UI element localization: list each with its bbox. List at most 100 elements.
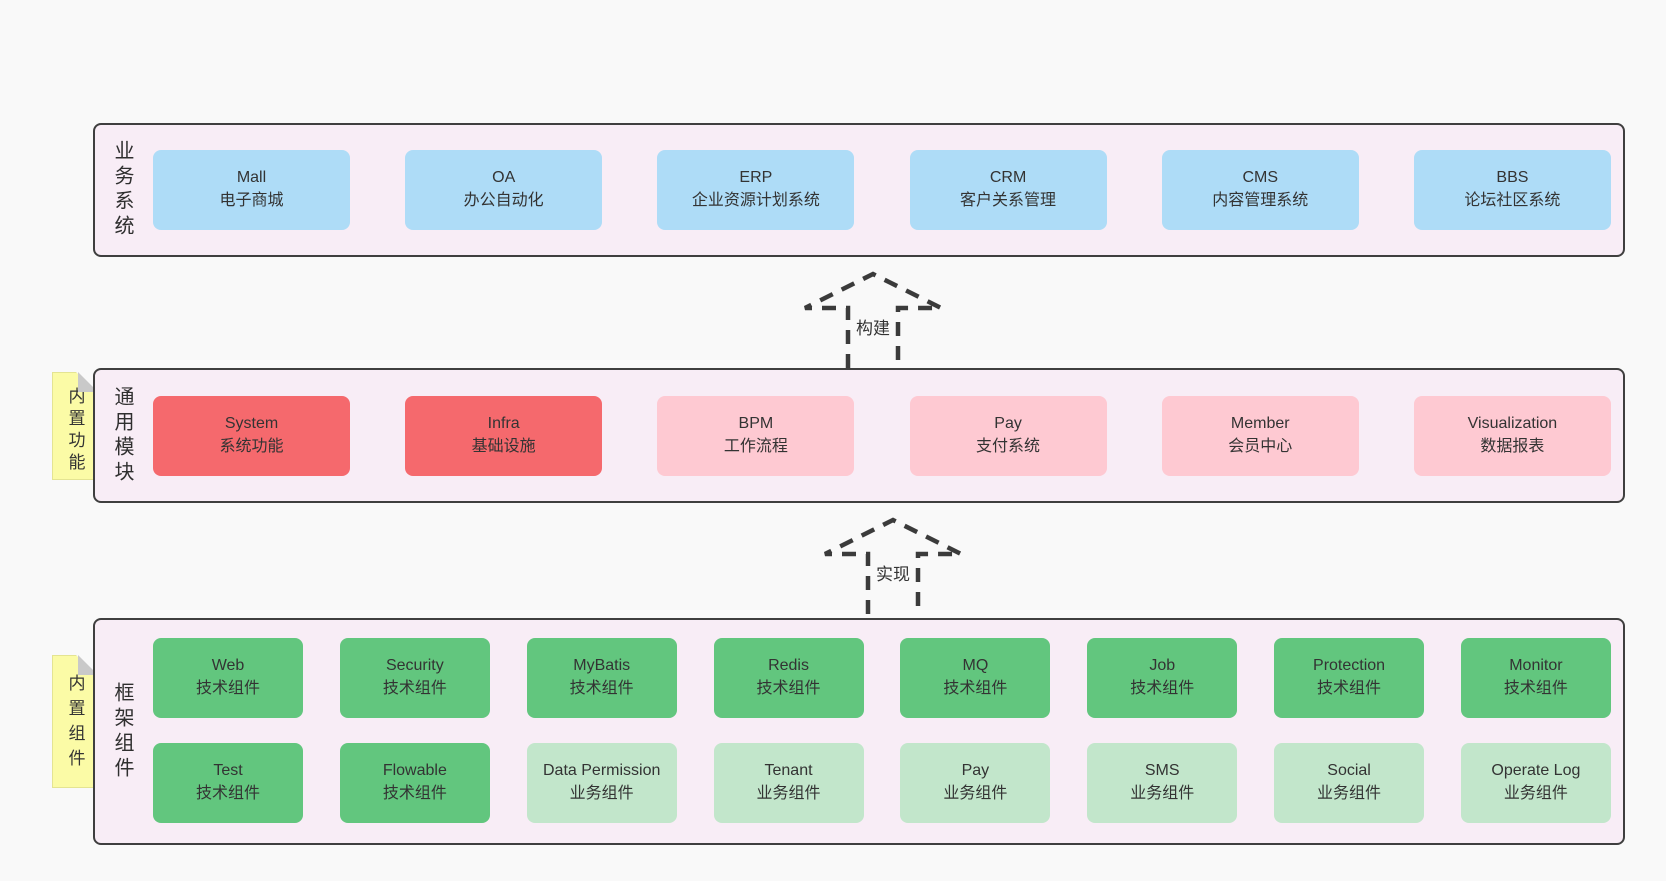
sticky-note-label: 内置功能 <box>65 387 85 475</box>
box-member: Member 会员中心 <box>1161 396 1359 476</box>
box-title: Operate Log <box>1491 762 1581 780</box>
box-bbs: BBS 论坛社区系统 <box>1413 150 1611 230</box>
box-title: MyBatis <box>573 657 631 675</box>
box-subtitle: 客户关系管理 <box>960 192 1057 209</box>
box-title: OA <box>492 169 516 187</box>
box-pay-biz: Pay 业务组件 <box>900 743 1051 823</box>
box-oa: OA 办公自动化 <box>405 150 603 230</box>
box-subtitle: 支付系统 <box>976 438 1041 455</box>
business-box-row: Mall 电子商城 OA 办公自动化 ERP 企业资源计划系统 CRM 客户关系… <box>153 150 1611 230</box>
box-subtitle: 业务组件 <box>569 785 634 802</box>
box-sms: SMS 业务组件 <box>1087 743 1238 823</box>
box-subtitle: 系统功能 <box>219 438 284 455</box>
box-title: Protection <box>1313 657 1386 675</box>
box-subtitle: 会员中心 <box>1228 438 1293 455</box>
box-title: ERP <box>739 169 773 187</box>
box-subtitle: 技术组件 <box>943 680 1008 697</box>
box-test: Test 技术组件 <box>153 743 303 823</box>
box-title: SMS <box>1144 762 1180 780</box>
box-subtitle: 技术组件 <box>569 680 634 697</box>
box-title: CMS <box>1242 169 1279 187</box>
box-pay: Pay 支付系统 <box>909 396 1107 476</box>
box-system: System 系统功能 <box>153 396 350 476</box>
box-title: System <box>224 415 279 433</box>
sticky-note-builtin-components: 内置组件 <box>52 655 98 788</box>
dashed-up-arrow-icon <box>823 517 963 614</box>
box-title: Monitor <box>1509 657 1563 675</box>
box-mall: Mall 电子商城 <box>153 150 350 230</box>
section-common-modules: 通用模块 System 系统功能 Infra 基础设施 BPM 工作流程 Pay… <box>93 368 1625 503</box>
section-business-systems: 业务系统 Mall 电子商城 OA 办公自动化 ERP 企业资源计划系统 CRM… <box>93 123 1625 257</box>
box-erp: ERP 企业资源计划系统 <box>657 150 855 230</box>
component-box-row-2: Test 技术组件 Flowable 技术组件 Data Permission … <box>153 743 1611 823</box>
box-subtitle: 工作流程 <box>723 438 788 455</box>
sticky-note-label: 内置组件 <box>65 674 85 774</box>
module-box-row: System 系统功能 Infra 基础设施 BPM 工作流程 Pay 支付系统… <box>153 396 1611 476</box>
box-subtitle: 内容管理系统 <box>1212 192 1309 209</box>
box-title: Pay <box>961 762 990 780</box>
box-title: CRM <box>989 169 1027 187</box>
box-title: Social <box>1327 762 1371 780</box>
box-protection: Protection 技术组件 <box>1274 638 1425 718</box>
box-subtitle: 技术组件 <box>1317 680 1382 697</box>
component-box-row-1: Web 技术组件 Security 技术组件 MyBatis 技术组件 Redi… <box>153 638 1611 718</box>
box-title: Security <box>385 657 444 675</box>
box-title: Mall <box>236 169 267 187</box>
box-title: Job <box>1149 657 1176 675</box>
section-framework-components: 框架组件 Web 技术组件 Security 技术组件 MyBatis 技术组件… <box>93 618 1625 845</box>
box-title: Test <box>213 762 243 780</box>
box-title: Pay <box>994 415 1022 433</box>
box-mq: MQ 技术组件 <box>900 638 1051 718</box>
box-flowable: Flowable 技术组件 <box>339 743 490 823</box>
arrow-label: 构建 <box>853 314 893 339</box>
box-cms: CMS 内容管理系统 <box>1161 150 1359 230</box>
box-infra: Infra 基础设施 <box>405 396 603 476</box>
build-arrow: 构建 <box>788 270 958 368</box>
box-visualization: Visualization 数据报表 <box>1413 396 1611 476</box>
box-subtitle: 办公自动化 <box>463 192 544 209</box>
box-subtitle: 技术组件 <box>382 680 447 697</box>
box-subtitle: 业务组件 <box>756 785 821 802</box>
sticky-note-builtin-features: 内置功能 <box>52 372 98 480</box>
box-subtitle: 业务组件 <box>1503 785 1568 802</box>
section-label: 框架组件 <box>111 681 133 782</box>
box-data-permission: Data Permission 业务组件 <box>526 743 677 823</box>
box-subtitle: 技术组件 <box>1503 680 1568 697</box>
box-subtitle: 业务组件 <box>1130 785 1195 802</box>
arrow-label: 实现 <box>873 560 913 585</box>
box-title: MQ <box>962 657 989 675</box>
implement-arrow: 实现 <box>808 516 978 614</box>
box-title: BBS <box>1496 169 1529 187</box>
box-subtitle: 论坛社区系统 <box>1464 192 1561 209</box>
box-redis: Redis 技术组件 <box>713 638 864 718</box>
box-subtitle: 技术组件 <box>195 680 260 697</box>
box-title: Visualization <box>1467 415 1558 433</box>
box-title: Member <box>1230 415 1290 433</box>
box-title: Flowable <box>382 762 447 780</box>
box-subtitle: 技术组件 <box>1130 680 1195 697</box>
box-social: Social 业务组件 <box>1274 743 1425 823</box>
box-monitor: Monitor 技术组件 <box>1460 638 1611 718</box>
box-subtitle: 技术组件 <box>195 785 260 802</box>
box-job: Job 技术组件 <box>1087 638 1238 718</box>
box-subtitle: 技术组件 <box>756 680 821 697</box>
box-title: BPM <box>738 415 774 433</box>
box-title: Web <box>211 657 245 675</box>
section-label: 通用模块 <box>111 385 133 486</box>
section-label: 业务系统 <box>111 140 133 240</box>
box-security: Security 技术组件 <box>339 638 490 718</box>
box-mybatis: MyBatis 技术组件 <box>526 638 677 718</box>
box-subtitle: 业务组件 <box>1317 785 1382 802</box>
box-title: Infra <box>487 415 520 433</box>
box-title: Tenant <box>764 762 813 780</box>
box-subtitle: 业务组件 <box>943 785 1008 802</box>
box-crm: CRM 客户关系管理 <box>909 150 1107 230</box>
dashed-up-arrow-icon <box>803 271 943 368</box>
box-web: Web 技术组件 <box>153 638 303 718</box>
box-title: Redis <box>768 657 809 675</box>
box-subtitle: 基础设施 <box>471 438 536 455</box>
box-subtitle: 技术组件 <box>382 785 447 802</box>
box-title: Data Permission <box>543 762 661 780</box>
box-tenant: Tenant 业务组件 <box>713 743 864 823</box>
box-subtitle: 企业资源计划系统 <box>691 192 820 209</box>
